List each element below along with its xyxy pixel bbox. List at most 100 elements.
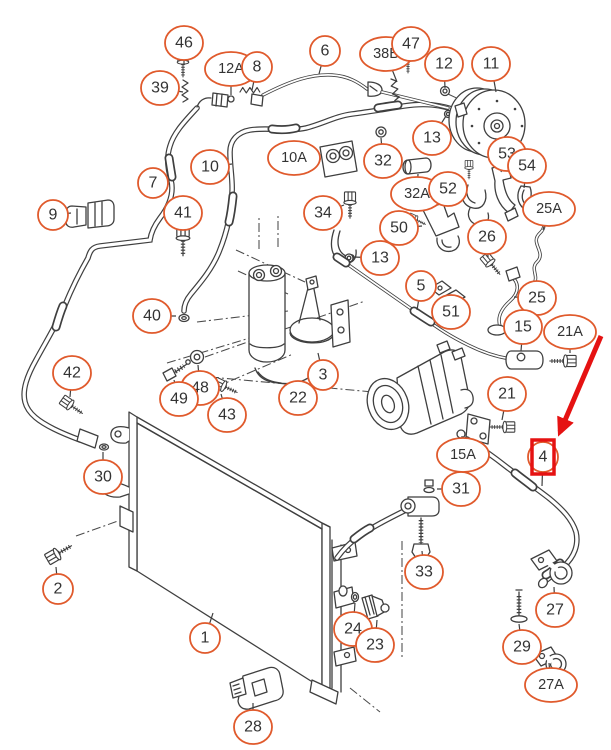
highlight-layer (530, 335, 604, 476)
washer-31 (423, 486, 435, 494)
clamp-27 (530, 549, 573, 585)
callout-46[interactable]: 46 (164, 25, 204, 64)
callout-label-24: 24 (344, 621, 362, 638)
callout-21[interactable]: 21 (487, 376, 527, 421)
callout-label-21: 21 (498, 386, 516, 403)
callout-label-7: 7 (149, 175, 158, 192)
highlight-arrow (557, 335, 604, 437)
callout-7[interactable]: 7 (137, 167, 171, 199)
callout-27A[interactable]: 27A (524, 662, 578, 703)
spring-38B (389, 77, 401, 102)
bolt-21 (488, 419, 517, 435)
callout-9[interactable]: 9 (37, 199, 72, 231)
callout-49[interactable]: 49 (159, 379, 199, 417)
callout-31[interactable]: 31 (437, 471, 481, 507)
callout-43[interactable]: 43 (207, 393, 247, 433)
callout-15[interactable]: 15 (503, 309, 543, 352)
callout-label-47: 47 (402, 36, 420, 53)
callout-label-15: 15 (514, 319, 532, 336)
callout-label-25A: 25A (536, 201, 562, 217)
callout-label-41: 41 (174, 205, 192, 222)
nut-15A (456, 429, 466, 439)
callout-label-42: 42 (63, 365, 81, 382)
callout-21A[interactable]: 21A (543, 314, 597, 353)
condenser (101, 411, 358, 705)
callout-33[interactable]: 33 (404, 550, 444, 590)
callout-label-54: 54 (518, 158, 536, 175)
callout-51[interactable]: 51 (431, 294, 471, 330)
callout-54[interactable]: 54 (507, 148, 547, 189)
sleeve-32A (402, 157, 432, 175)
bolt-26 (477, 249, 507, 280)
washer-48 (189, 349, 205, 365)
callout-8[interactable]: 8 (241, 51, 273, 91)
o-ring-40 (178, 313, 190, 323)
callout-42[interactable]: 42 (52, 355, 92, 398)
callout-22[interactable]: 22 (278, 380, 318, 416)
callout-label-32: 32 (374, 153, 392, 170)
fitting-junction-topleft (196, 92, 264, 108)
callout-50[interactable]: 50 (379, 210, 423, 246)
callout-label-13a: 13 (423, 130, 441, 147)
callout-3[interactable]: 3 (307, 352, 339, 391)
callout-28[interactable]: 28 (233, 703, 273, 745)
callout-label-26: 26 (478, 229, 496, 246)
callout-39[interactable]: 39 (140, 70, 184, 106)
callout-40[interactable]: 40 (132, 298, 176, 334)
callout-32[interactable]: 32 (363, 137, 403, 179)
callout-label-13b: 13 (371, 250, 389, 267)
callout-29[interactable]: 29 (502, 623, 542, 665)
callout-label-52: 52 (439, 181, 457, 198)
callout-label-51: 51 (442, 304, 460, 321)
callout-label-10: 10 (201, 159, 219, 176)
callout-34[interactable]: 34 (303, 195, 345, 231)
callout-11[interactable]: 11 (471, 46, 511, 93)
callout-13a[interactable]: 13 (412, 115, 452, 156)
callout-label-30: 30 (94, 469, 112, 486)
callout-label-8: 8 (253, 59, 262, 76)
callout-25A[interactable]: 25A (522, 191, 576, 231)
drier-bracket-3 (289, 275, 351, 348)
callout-47[interactable]: 47 (391, 26, 431, 62)
clip-9 (65, 199, 115, 229)
callout-13b[interactable]: 13 (352, 240, 400, 276)
callout-label-31: 31 (452, 481, 470, 498)
callout-label-12: 12 (435, 56, 453, 73)
spring-39 (181, 79, 189, 103)
callout-label-29: 29 (513, 639, 531, 656)
artwork-layer (21, 49, 580, 713)
callout-label-28: 28 (244, 719, 262, 736)
callout-12[interactable]: 12 (424, 46, 464, 89)
callout-1[interactable]: 1 (189, 612, 221, 654)
hose-left-7 (21, 105, 200, 451)
callout-26[interactable]: 26 (467, 219, 507, 258)
callout-label-27A: 27A (538, 677, 564, 693)
callout-label-10A: 10A (281, 150, 307, 166)
callout-10A[interactable]: 10A (267, 140, 322, 176)
screw-42 (56, 392, 88, 421)
bracket-15A (456, 413, 491, 445)
callout-30[interactable]: 30 (83, 452, 123, 495)
callout-label-5: 5 (417, 278, 426, 295)
callout-label-40: 40 (143, 308, 161, 325)
callout-23[interactable]: 23 (355, 619, 395, 663)
spring-8 (239, 86, 261, 94)
compressor (366, 340, 474, 435)
callout-label-2: 2 (54, 581, 63, 598)
callout-27[interactable]: 27 (535, 586, 575, 628)
callout-label-12A: 12A (218, 61, 244, 77)
callout-15A[interactable]: 15A (436, 435, 490, 473)
callout-label-4: 4 (539, 449, 548, 466)
callout-2[interactable]: 2 (42, 566, 74, 605)
callout-10[interactable]: 10 (190, 149, 233, 185)
screw-29 (510, 589, 528, 623)
callout-6[interactable]: 6 (309, 35, 341, 75)
o-ring-12A (227, 95, 235, 103)
callout-52[interactable]: 52 (428, 171, 468, 207)
callout-41[interactable]: 41 (163, 195, 203, 231)
callout-5[interactable]: 5 (405, 270, 437, 311)
callout-label-21A: 21A (557, 324, 583, 340)
callout-4[interactable]: 4 (527, 441, 559, 487)
